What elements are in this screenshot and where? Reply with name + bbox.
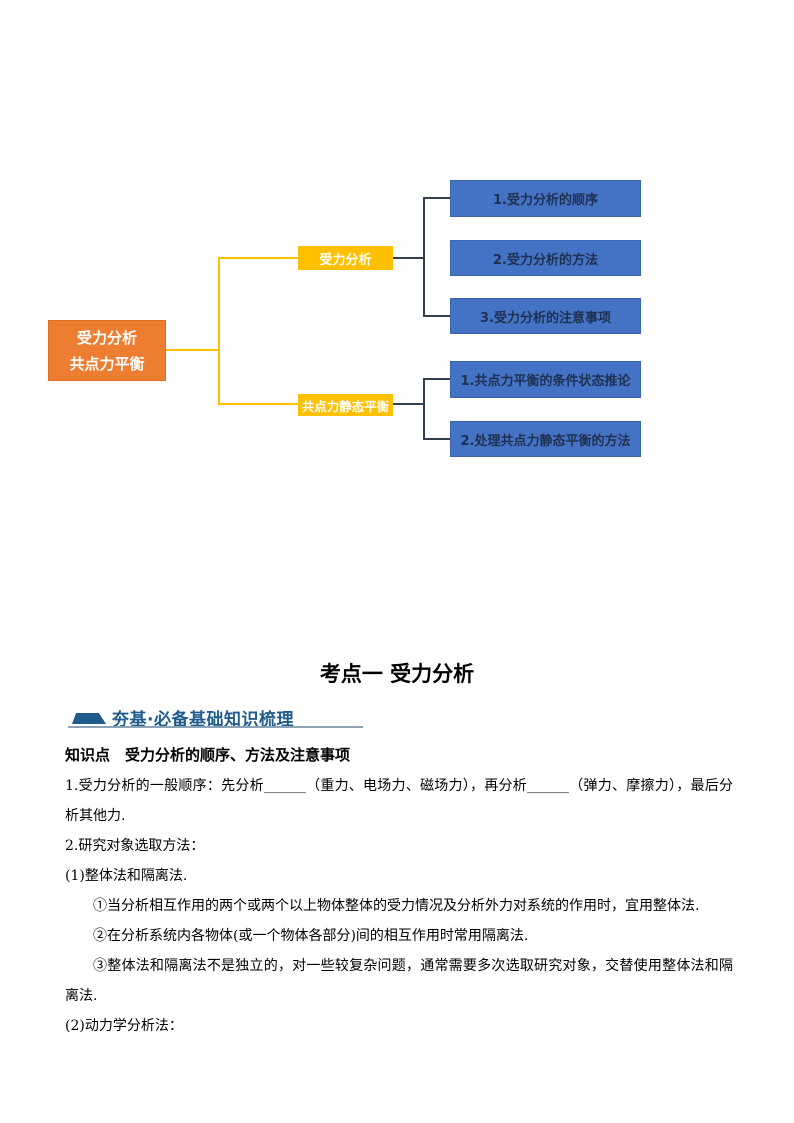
paragraph: 1.受力分析的一般顺序：先分析______（重力、电场力、磁场力），再分析___…	[65, 778, 733, 824]
mindmap-leaf-node: 1.受力分析的顺序	[450, 180, 641, 217]
paragraph: (2)动力学分析法：	[65, 1018, 183, 1034]
mindmap-leaf-node: 3.受力分析的注意事项	[450, 298, 641, 334]
paragraph: 2.研究对象选取方法：	[65, 838, 205, 854]
connector-line	[423, 315, 450, 317]
leaf-label: 2.处理共点力静态平衡的方法	[460, 433, 631, 449]
mindmap-root-node: 受力分析 共点力平衡	[48, 320, 166, 381]
root-label-line1: 受力分析	[76, 328, 137, 347]
leaf-label: 1.受力分析的顺序	[493, 193, 598, 208]
banner-flag-icon	[72, 713, 106, 724]
paragraph: ①当分析相互作用的两个或两个以上物体整体的受力情况及分析外力对系统的作用时，宜用…	[93, 898, 700, 914]
connector-line	[393, 257, 423, 259]
paragraph: ③整体法和隔离法不是独立的，对一些较复杂问题，通常需要多次选取研究对象，交替使用…	[65, 958, 733, 1004]
branch-label: 受力分析	[319, 252, 372, 268]
leaf-label: 3.受力分析的注意事项	[480, 310, 611, 326]
connector-line	[218, 403, 298, 405]
section-title: 考点一 受力分析	[319, 662, 475, 686]
root-label-line2: 共点力平衡	[69, 354, 145, 373]
paragraph: (1)整体法和隔离法.	[65, 868, 188, 884]
paragraph: ②在分析系统内各物体(或一个物体各部分)间的相互作用时常用隔离法.	[93, 928, 529, 944]
leaf-label: 2.受力分析的方法	[493, 252, 598, 268]
subsection-banner-title: 夯基·必备基础知识梳理	[112, 710, 294, 730]
mindmap-leaf-node: 2.处理共点力静态平衡的方法	[450, 421, 641, 457]
connector-line	[423, 378, 425, 440]
mindmap-leaf-node: 2.受力分析的方法	[450, 240, 641, 276]
connector-line	[218, 257, 220, 405]
banner-underline	[68, 726, 363, 728]
branch-label: 共点力静态平衡	[301, 398, 390, 414]
body-content: 知识点 受力分析的顺序、方法及注意事项 1.受力分析的一般顺序：先分析_____…	[65, 746, 733, 1041]
mindmap-branch-static-equilibrium: 共点力静态平衡	[298, 394, 393, 416]
leaf-label: 1.共点力平衡的条件状态推论	[460, 374, 631, 389]
connector-line	[423, 197, 425, 317]
connector-line	[393, 403, 423, 405]
connector-line	[423, 197, 450, 199]
mindmap-branch-force-analysis: 受力分析	[298, 246, 393, 270]
mindmap-leaf-node: 1.共点力平衡的条件状态推论	[450, 361, 641, 398]
connector-line	[423, 378, 450, 380]
connector-line	[218, 257, 298, 259]
connector-line	[423, 438, 450, 440]
knowledge-point-heading: 知识点 受力分析的顺序、方法及注意事项	[65, 746, 351, 764]
connector-line	[166, 349, 218, 351]
